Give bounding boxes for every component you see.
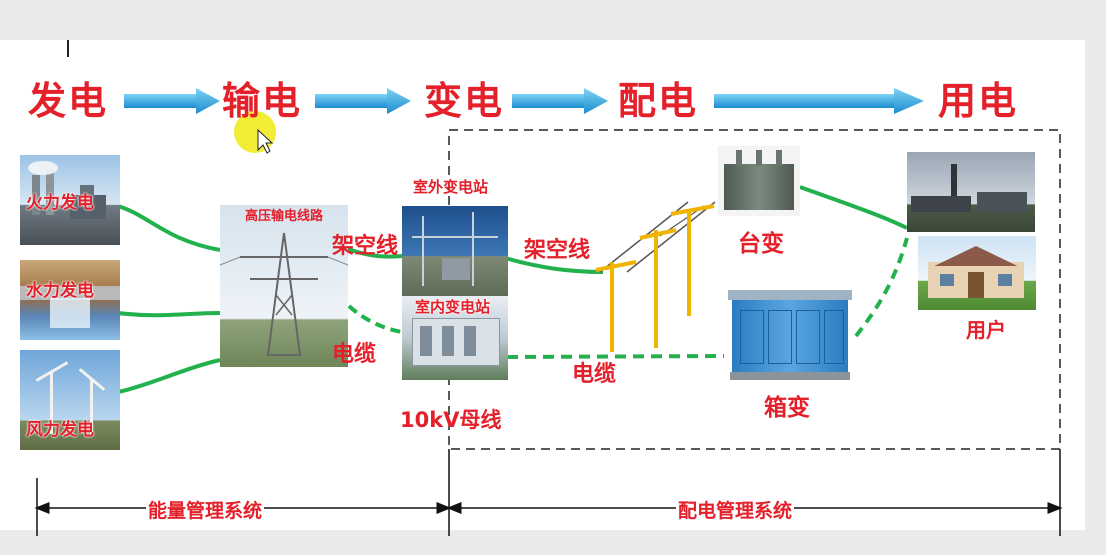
indoor-substation-photo — [402, 296, 508, 380]
distribution-management-system-label: 配电管理系统 — [676, 496, 795, 523]
mouse-cursor-icon — [257, 128, 274, 154]
flow-arrow — [714, 88, 924, 114]
cable-label-2: 电缆 — [572, 362, 617, 387]
pole-transformer-photo — [718, 146, 800, 216]
green-line — [117, 311, 221, 318]
hydro-power-photo — [20, 260, 120, 340]
outdoor-substation-photo — [402, 206, 508, 296]
outdoor-substation-label: 室外变电站 — [413, 178, 489, 196]
overhead-line-label-1: 架空线 — [332, 234, 399, 259]
energy-management-system-label: 能量管理系统 — [146, 496, 265, 523]
bus-label: 10kV母线 — [400, 408, 502, 432]
transmission-tower-photo — [220, 205, 348, 367]
wind-power-photo — [20, 350, 120, 450]
stage-distribution: 配电 — [618, 79, 699, 123]
house-photo — [918, 236, 1036, 310]
green-line — [117, 204, 221, 252]
transmission-line-label: 高压输电线路 — [245, 209, 324, 224]
indoor-substation-label: 室内变电站 — [415, 298, 491, 316]
stage-consumption: 用电 — [938, 79, 1019, 123]
pole-transformer-label: 台变 — [738, 231, 784, 257]
text-cursor — [67, 40, 69, 57]
cable-label-1: 电缆 — [332, 342, 377, 367]
overhead-line — [344, 246, 403, 259]
thermal-power-photo — [20, 155, 120, 245]
cable-line — [347, 304, 403, 334]
cable-line — [854, 237, 909, 338]
flow-arrow — [512, 88, 608, 114]
green-line — [799, 185, 908, 230]
stage-transmission: 输电 — [222, 79, 303, 123]
box-transformer-photo — [724, 290, 856, 382]
factory-photo — [907, 152, 1035, 232]
thermal-power-label: 火力发电 — [26, 193, 94, 213]
box-transformer-label: 箱变 — [764, 395, 810, 421]
flow-arrow — [315, 88, 411, 114]
users-label: 用户 — [966, 318, 1006, 342]
stage-generation: 发电 — [28, 79, 109, 123]
overhead-line-label-2: 架空线 — [524, 238, 591, 263]
green-line — [117, 358, 221, 394]
utility-poles — [595, 201, 716, 352]
overhead-line — [504, 256, 604, 274]
flow-arrow — [124, 88, 220, 114]
tower-icon — [220, 232, 348, 356]
hydro-power-label: 水力发电 — [26, 281, 94, 301]
wind-power-label: 风力发电 — [26, 420, 94, 440]
stage-transformation: 变电 — [424, 79, 505, 123]
cable-line — [506, 354, 725, 359]
